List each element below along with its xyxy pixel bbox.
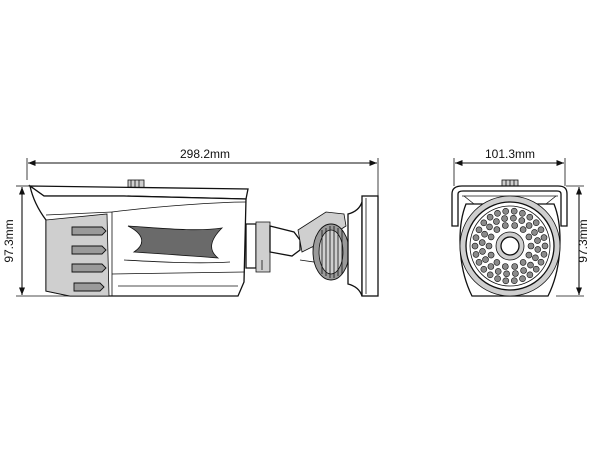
ir-led	[512, 270, 519, 277]
ir-led	[540, 234, 548, 241]
ir-led	[493, 218, 500, 225]
ir-led	[480, 265, 488, 273]
ir-led	[485, 242, 493, 250]
front-view: 101.3mm 97.3mm	[451, 147, 590, 297]
mounting-bracket	[245, 211, 350, 281]
ir-led	[503, 270, 510, 278]
ir-led	[510, 207, 518, 215]
ir-led	[501, 222, 509, 229]
ir-led	[532, 219, 540, 226]
ir-led	[532, 265, 540, 273]
ir-led	[481, 230, 488, 238]
ir-led	[472, 234, 480, 241]
ir-led	[537, 258, 545, 266]
ir-led	[519, 226, 527, 233]
ir-led	[486, 223, 493, 231]
ir-led	[511, 263, 519, 270]
ir-led	[526, 271, 534, 279]
ir-led	[501, 263, 509, 270]
ir-led	[494, 210, 501, 217]
ir-led	[531, 229, 538, 236]
ir-led	[525, 233, 533, 241]
ir-led	[487, 263, 495, 270]
ir-led	[525, 251, 533, 259]
ir-led	[534, 237, 541, 244]
ir-led	[540, 251, 548, 258]
wall-base	[347, 195, 379, 297]
ir-led	[486, 213, 494, 221]
side-length-dimension: 298.2mm	[26, 147, 379, 196]
ir-led	[486, 271, 494, 279]
ir-led	[501, 215, 508, 222]
ir-led	[471, 242, 479, 250]
ir-led	[479, 248, 486, 255]
ir-led	[519, 259, 527, 266]
side-length-label: 298.2mm	[180, 147, 230, 161]
ir-led	[478, 239, 486, 246]
ir-led	[520, 267, 527, 274]
ir-led	[502, 277, 510, 285]
ir-led	[472, 251, 480, 258]
ir-led	[527, 261, 534, 269]
ir-led	[534, 246, 542, 253]
ir-led	[475, 258, 483, 266]
ir-led	[541, 242, 549, 250]
front-width-label: 101.3mm	[485, 147, 535, 161]
ir-led	[494, 275, 501, 283]
ir-led	[532, 254, 539, 262]
ir-led	[494, 268, 502, 275]
ir-led	[537, 226, 545, 233]
ir-led	[487, 233, 495, 241]
ir-led	[493, 259, 501, 266]
front-width-dimension: 101.3mm	[453, 147, 566, 186]
ir-led	[493, 226, 501, 233]
ir-led	[480, 219, 488, 227]
ir-led-array	[471, 207, 549, 285]
ir-led	[525, 222, 533, 229]
ir-led	[518, 217, 526, 224]
ir-led	[519, 275, 526, 283]
ir-led	[482, 256, 489, 263]
side-view: 298.2mm 97.3mm	[2, 147, 379, 297]
ir-led	[475, 226, 483, 234]
ir-led	[519, 210, 526, 217]
front-height-dimension: 97.3mm	[556, 185, 590, 297]
ir-led	[487, 251, 495, 259]
side-height-label: 97.3mm	[2, 219, 16, 262]
side-height-dimension: 97.3mm	[2, 185, 70, 297]
camera-housing	[29, 184, 247, 297]
ir-led	[502, 208, 510, 215]
ir-led	[511, 222, 519, 229]
front-height-label: 97.3mm	[576, 219, 590, 262]
ir-led	[510, 214, 517, 222]
ir-led	[510, 277, 518, 285]
ir-led	[527, 242, 535, 250]
ir-led	[526, 213, 534, 221]
